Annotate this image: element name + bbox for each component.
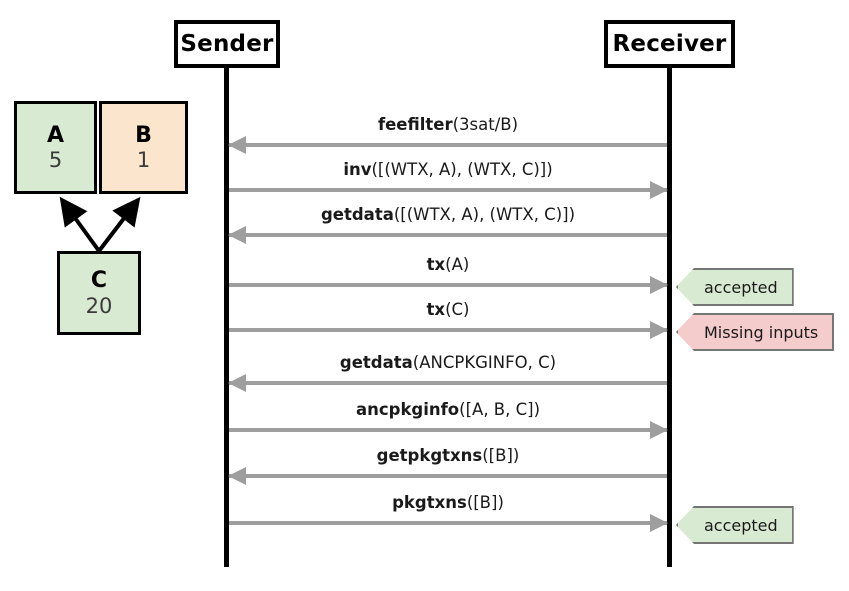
message-label: tx(C) bbox=[229, 300, 667, 319]
arrow-head-icon bbox=[650, 276, 668, 294]
message-arrow-line bbox=[229, 283, 667, 287]
message-pkgtxns: pkgtxns([B]) bbox=[229, 493, 668, 537]
tx-node-c: C 20 bbox=[57, 251, 141, 335]
tx-node-b-name: B bbox=[135, 122, 152, 148]
message-command: getpkgtxns bbox=[376, 446, 483, 465]
status-badge-accepted: accepted bbox=[676, 506, 794, 544]
message-label: getdata([(WTX, A), (WTX, C)]) bbox=[229, 205, 667, 224]
tx-node-c-value: 20 bbox=[85, 293, 113, 318]
message-tx: tx(C) bbox=[229, 300, 668, 344]
status-badge-accepted: accepted bbox=[676, 268, 794, 306]
message-command: getdata bbox=[339, 353, 413, 372]
actor-receiver: Receiver bbox=[604, 20, 735, 68]
message-label: ancpkginfo([A, B, C]) bbox=[229, 400, 667, 419]
status-badge-label: Missing inputs bbox=[704, 322, 819, 342]
message-args: (A) bbox=[445, 255, 470, 274]
arrow-head-icon bbox=[650, 321, 668, 339]
arrow-head-icon bbox=[650, 514, 668, 532]
message-label: tx(A) bbox=[229, 255, 667, 274]
lifeline-receiver bbox=[667, 68, 672, 567]
message-getpkgtxns: getpkgtxns([B]) bbox=[228, 446, 667, 490]
message-args: ([A, B, C]) bbox=[459, 400, 541, 419]
message-command: inv bbox=[343, 160, 372, 179]
status-badge-label: accepted bbox=[704, 515, 778, 535]
message-getdata: getdata([(WTX, A), (WTX, C)]) bbox=[228, 205, 667, 249]
tx-node-b: B 1 bbox=[99, 101, 188, 194]
message-arrow-line bbox=[229, 428, 667, 432]
message-feefilter: feefilter(3sat/B) bbox=[228, 115, 667, 159]
lifeline-sender bbox=[224, 68, 229, 567]
message-label: feefilter(3sat/B) bbox=[229, 115, 667, 134]
message-inv: inv([(WTX, A), (WTX, C)]) bbox=[229, 160, 668, 204]
message-label: inv([(WTX, A), (WTX, C)]) bbox=[229, 160, 667, 179]
tx-node-a-name: A bbox=[46, 122, 65, 148]
actor-receiver-label: Receiver bbox=[612, 31, 727, 57]
message-args: (ANCPKGINFO, C) bbox=[412, 353, 557, 372]
message-arrow-line bbox=[229, 233, 667, 237]
message-command: tx bbox=[426, 300, 446, 319]
message-arrow-line bbox=[229, 521, 667, 525]
message-command: feefilter bbox=[377, 115, 453, 134]
arrow-head-icon bbox=[228, 374, 246, 392]
message-ancpkginfo: ancpkginfo([A, B, C]) bbox=[229, 400, 668, 444]
arrow-head-icon bbox=[228, 226, 246, 244]
arrow-head-icon bbox=[228, 136, 246, 154]
arrow-head-icon bbox=[228, 467, 246, 485]
message-command: getdata bbox=[320, 205, 394, 224]
message-arrow-line bbox=[229, 474, 667, 478]
tx-node-a: A 5 bbox=[14, 101, 97, 194]
arrow-head-icon bbox=[650, 181, 668, 199]
message-args: ([B]) bbox=[466, 493, 504, 512]
message-args: ([(WTX, A), (WTX, C)]) bbox=[393, 205, 576, 224]
actor-sender: Sender bbox=[174, 20, 280, 68]
message-tx: tx(A) bbox=[229, 255, 668, 299]
message-args: (3sat/B) bbox=[452, 115, 519, 134]
message-label: pkgtxns([B]) bbox=[229, 493, 667, 512]
message-args: ([B]) bbox=[482, 446, 520, 465]
message-command: pkgtxns bbox=[392, 493, 467, 512]
message-args: (C) bbox=[445, 300, 470, 319]
arrow-head-icon bbox=[650, 421, 668, 439]
actor-sender-label: Sender bbox=[180, 31, 274, 57]
tx-node-a-value: 5 bbox=[48, 148, 63, 173]
message-arrow-line bbox=[229, 328, 667, 332]
message-label: getdata(ANCPKGINFO, C) bbox=[229, 353, 667, 372]
message-arrow-line bbox=[229, 381, 667, 385]
message-arrow-line bbox=[229, 188, 667, 192]
tx-node-b-value: 1 bbox=[136, 148, 151, 173]
tx-node-c-name: C bbox=[90, 268, 108, 294]
message-command: ancpkginfo bbox=[355, 400, 460, 419]
status-badge-label: accepted bbox=[704, 277, 778, 297]
message-args: ([(WTX, A), (WTX, C)]) bbox=[371, 160, 553, 179]
message-arrow-line bbox=[229, 143, 667, 147]
message-command: tx bbox=[426, 255, 446, 274]
status-badge-rejected: Missing inputs bbox=[676, 313, 835, 351]
message-getdata: getdata(ANCPKGINFO, C) bbox=[228, 353, 667, 397]
message-label: getpkgtxns([B]) bbox=[229, 446, 667, 465]
